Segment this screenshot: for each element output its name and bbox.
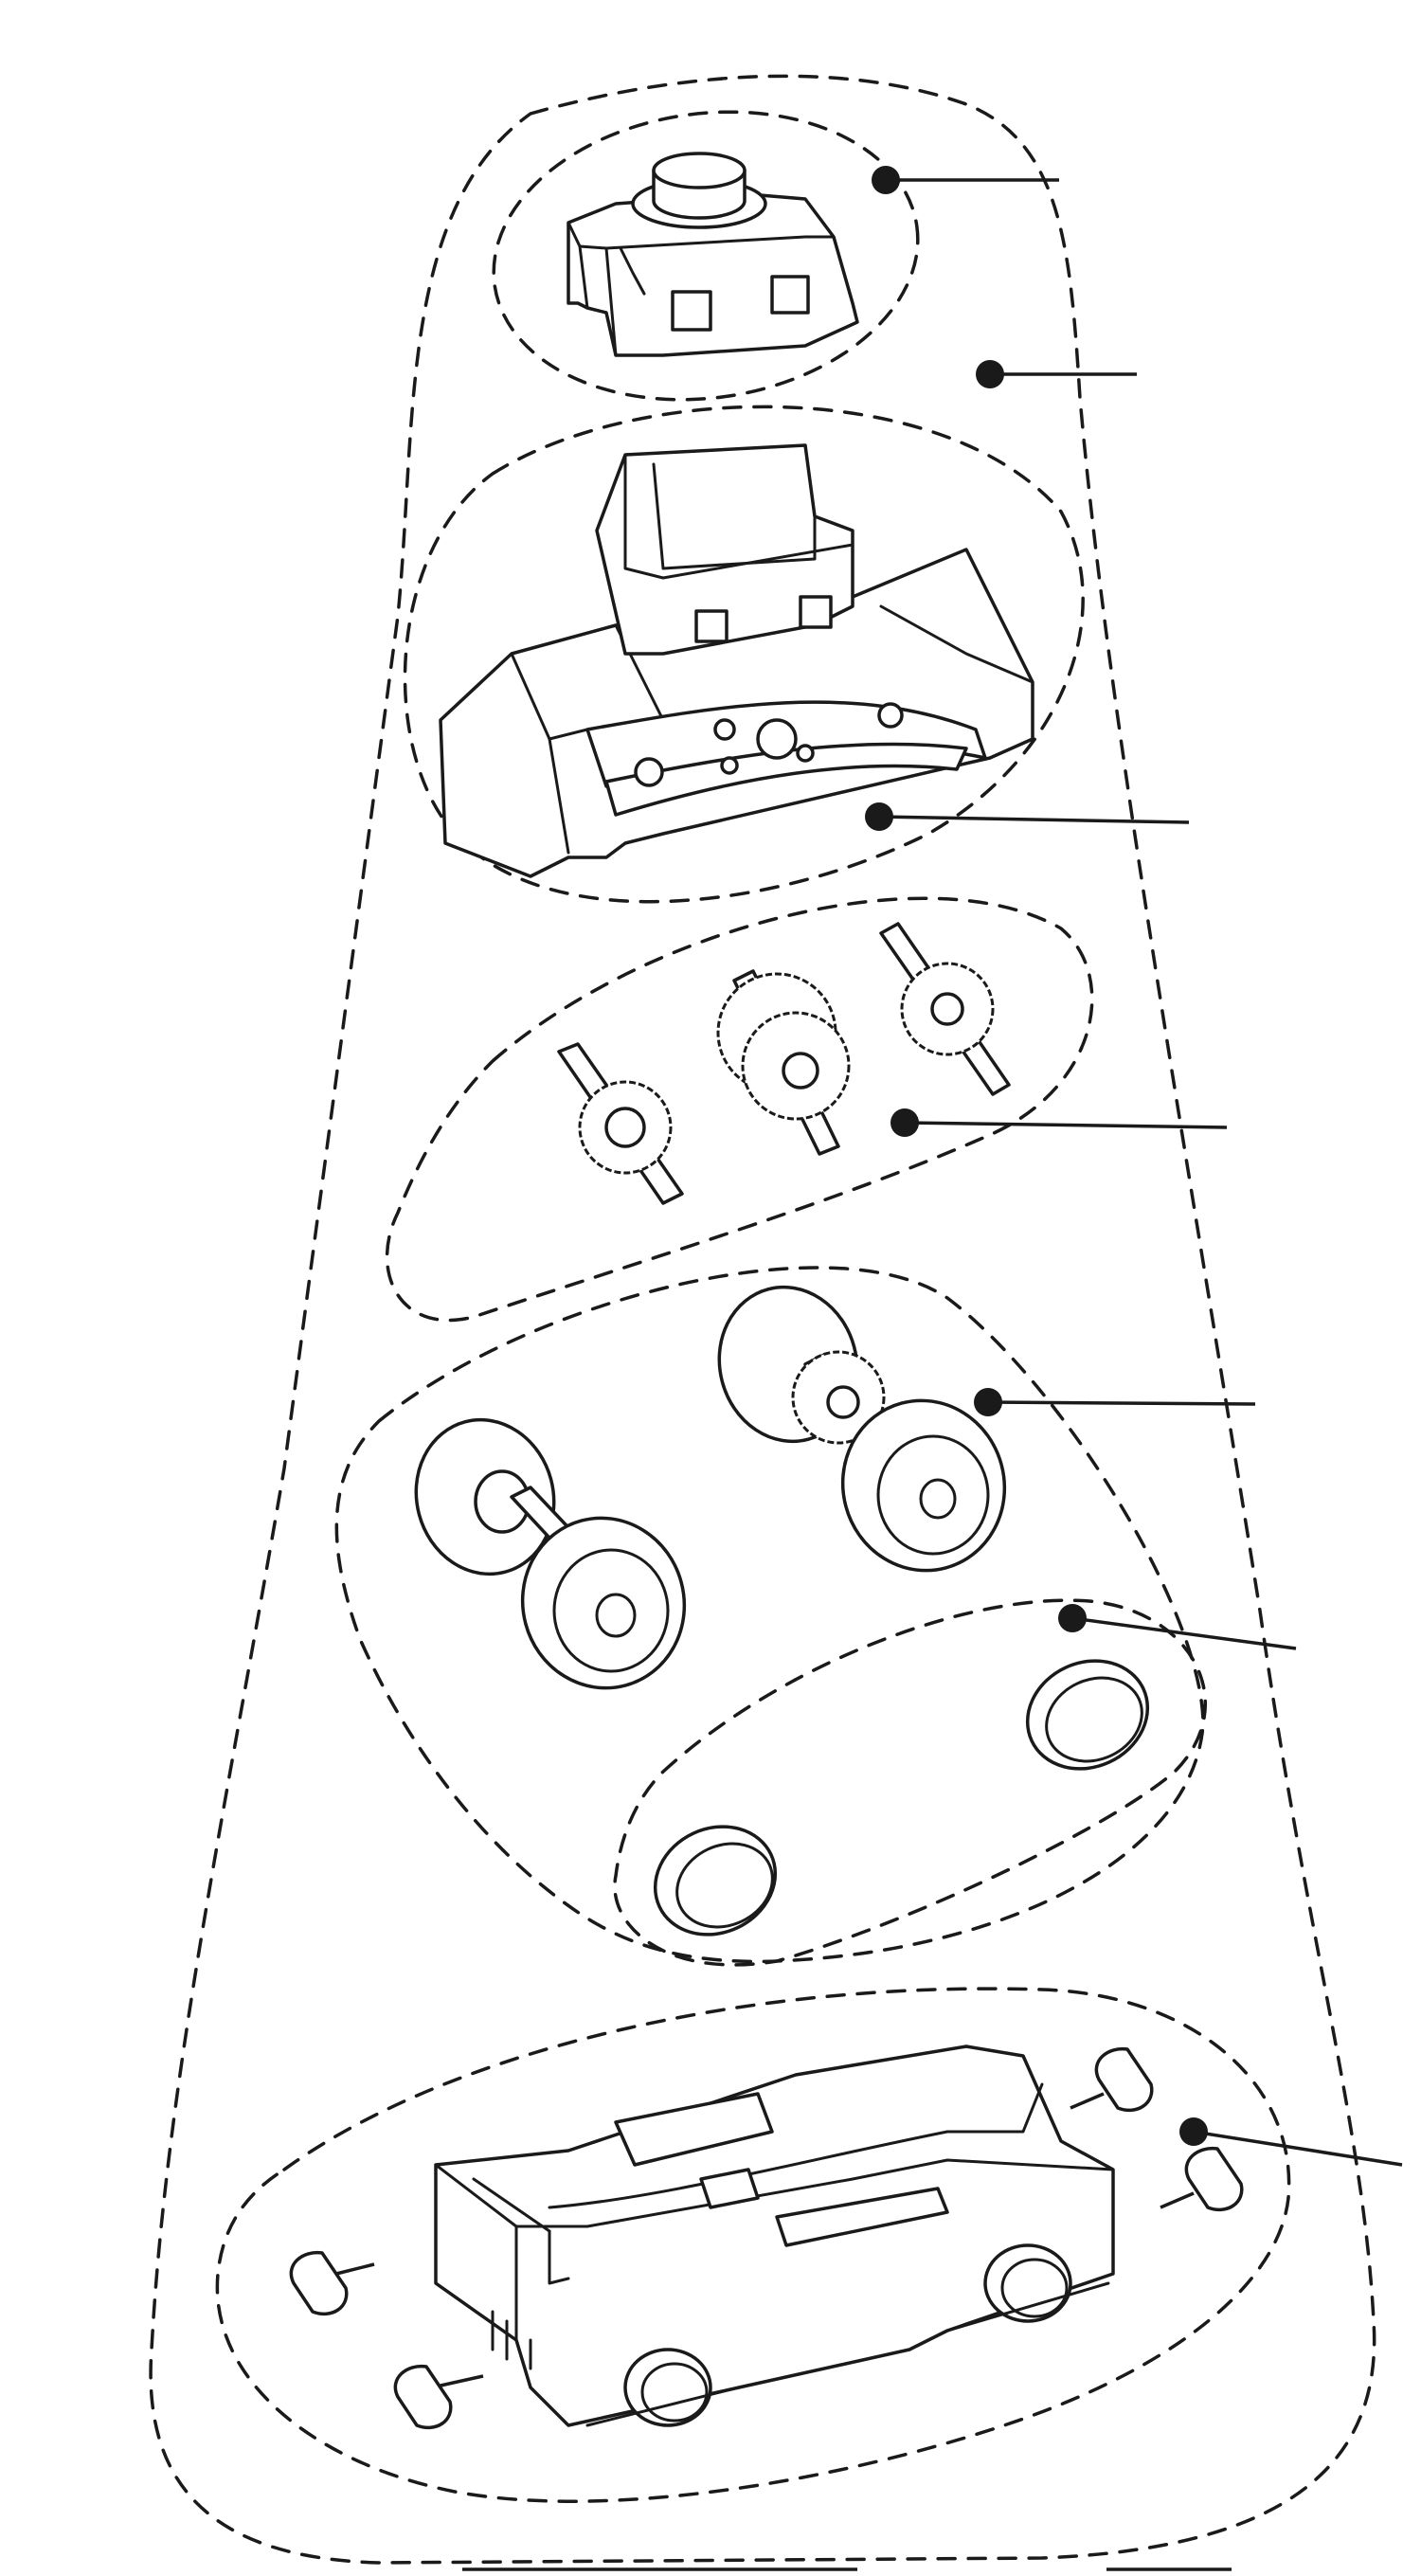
top-cap-boundary (492, 110, 920, 402)
callout-leader-6 (1071, 1616, 1297, 1650)
callouts (865, 166, 1403, 2167)
wheelsets (414, 1285, 1007, 1690)
motor-cap (567, 152, 859, 357)
outer-assembly-boundary (149, 74, 1376, 2565)
bogie-frame (289, 2045, 1244, 2430)
callout-leader-7 (1193, 2130, 1403, 2167)
gears-boundary (385, 896, 1094, 1323)
traction-tyres (653, 1659, 1150, 1937)
gear-housing-boundary (403, 405, 1085, 904)
callout-leader-3 (878, 815, 1190, 824)
callout-leader-4 (904, 1121, 1228, 1129)
frame-boundary (215, 1987, 1291, 2503)
callout-leader-5 (987, 1400, 1256, 1406)
traction-tyres-boundary (613, 1598, 1207, 1967)
gear-housing (439, 443, 1034, 878)
gear-set (557, 922, 1011, 1205)
wheelsets-boundary (334, 1266, 1205, 1964)
